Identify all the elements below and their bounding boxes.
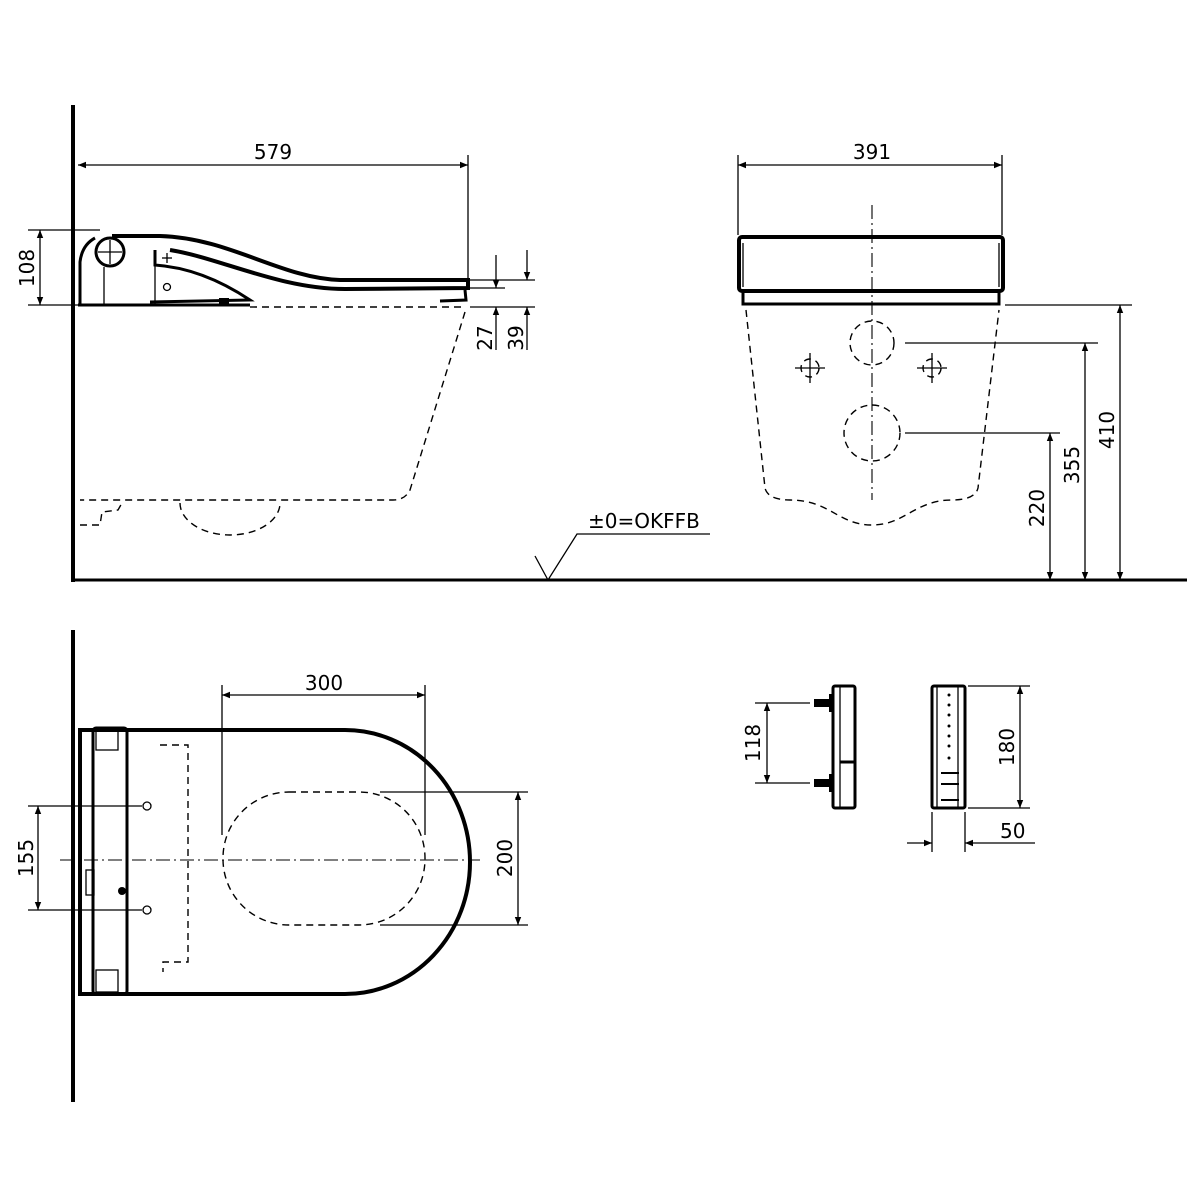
remote-side-view <box>831 684 857 810</box>
dimension-label-upper-connection: 355 <box>1060 446 1084 484</box>
seat-front <box>737 235 1005 293</box>
dimension-label-seat-height: 410 <box>1095 411 1119 449</box>
dimension-label-remote-height: 180 <box>995 728 1019 766</box>
front-view: 391 410 355 220 <box>737 140 1132 580</box>
seat-base <box>741 289 1001 306</box>
water-connection <box>849 320 895 366</box>
dimension-label-drain-height: 220 <box>1025 489 1049 527</box>
bowl-outline <box>745 309 1000 526</box>
dimension-label-seat-total: 39 <box>504 325 528 350</box>
dimension-label-opening-length: 300 <box>305 671 343 695</box>
dimension-label-seat-gap: 27 <box>473 325 497 350</box>
floor-reference-marker: ±0=OKFFB <box>534 509 710 582</box>
bowl-outline <box>80 311 466 501</box>
dimension-label-opening-width: 200 <box>493 839 517 877</box>
dimension-label-height: 108 <box>15 249 39 287</box>
dimension-label-remote-fixing: 118 <box>741 724 765 762</box>
dimension-label-width: 391 <box>853 140 891 164</box>
seat-outline <box>78 728 472 996</box>
seat-profile <box>78 234 470 308</box>
dimension-label-remote-width: 50 <box>1000 819 1025 843</box>
remote-front-view <box>930 684 967 810</box>
side-view: 579 108 27 39 ±0=OKFFB <box>15 105 1187 582</box>
control-unit <box>91 726 129 996</box>
floor-reference-label: ±0=OKFFB <box>588 509 700 533</box>
drain-connection <box>843 404 901 462</box>
dimension-label-width: 579 <box>254 140 292 164</box>
remote-control-views: 118 180 50 <box>741 684 1035 852</box>
seat-opening <box>222 791 426 926</box>
plan-view: 300 155 200 <box>14 630 528 1102</box>
dimension-label-fixing-distance: 155 <box>14 839 38 877</box>
